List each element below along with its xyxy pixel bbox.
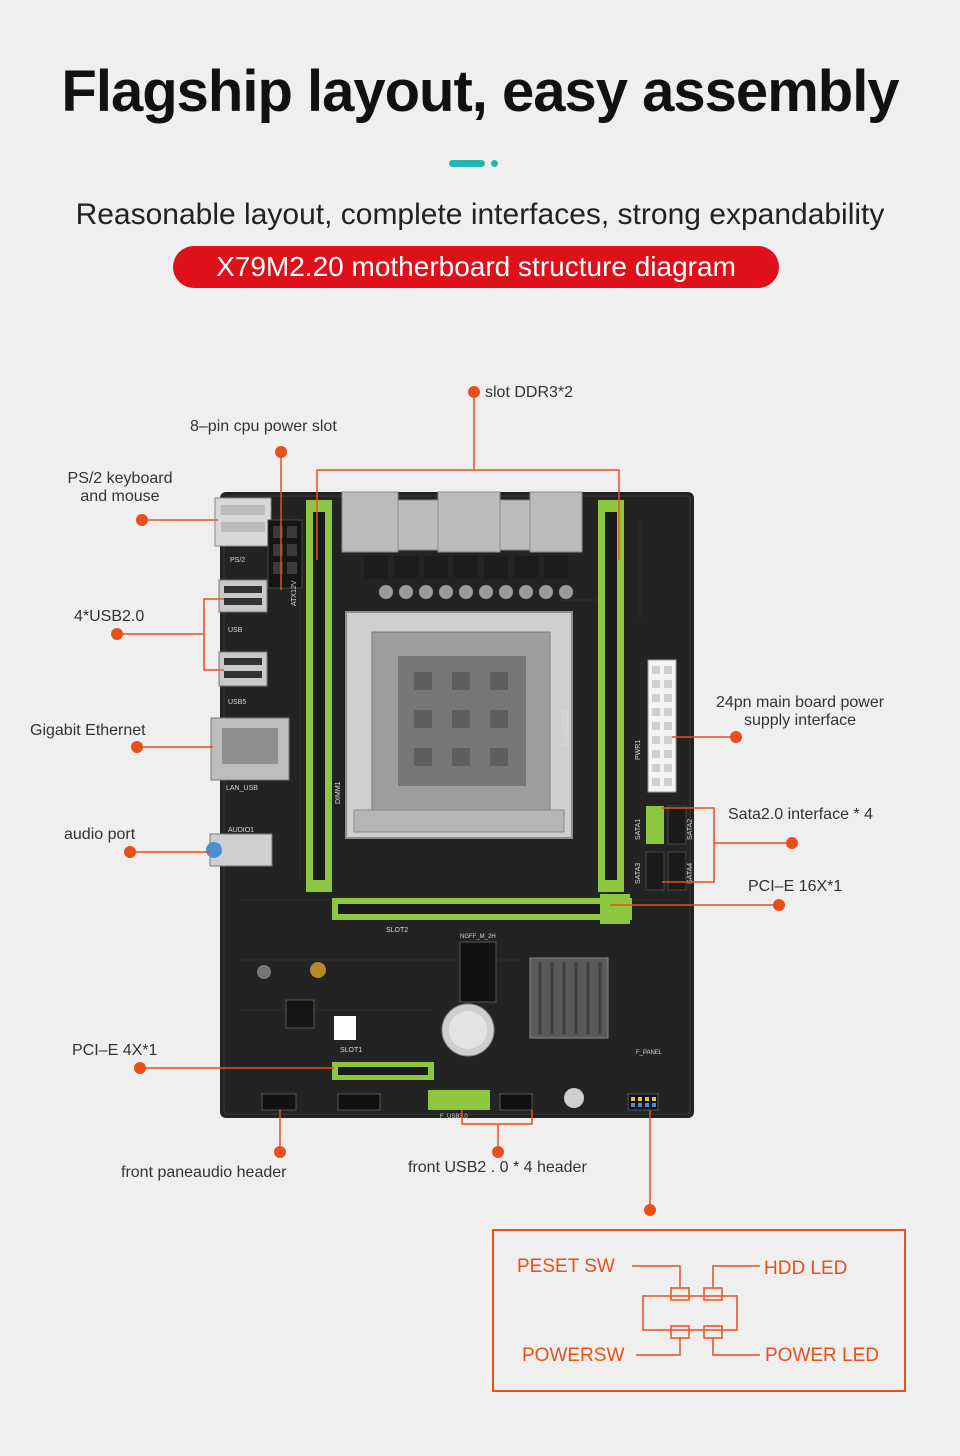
label-ddr3: slot DDR3*2 [485,384,574,401]
front-panel-box [492,1229,906,1392]
silk-usb: USB [228,627,243,634]
motherboard-image [206,491,694,1118]
silk-sata4: SATA4 [687,863,694,884]
label-atx24-line1: 24pn main board power [715,694,885,711]
silk-slot1: SLOT1 [340,1047,362,1054]
callout-dots [111,386,798,1216]
silk-ngff: NGFF_M_2H [460,934,496,940]
label-power-led: POWER LED [765,1345,880,1366]
label-ethernet: Gigabit Ethernet [30,722,146,739]
label-atx24: 24pn main board power supply interface [700,694,900,730]
silk-ps2: PS/2 [230,557,245,564]
title-accent-bar [449,160,485,167]
silk-lan: LAN_USB [226,785,258,792]
page-subtitle: Reasonable layout, complete interfaces, … [75,198,885,231]
silk-fpanel: F_PANEL [636,1050,663,1056]
callout-lines [117,393,792,1210]
label-usb: 4*USB2.0 [74,608,145,625]
diagram-badge: X79M2.20 motherboard structure diagram [173,246,779,288]
silk-audio: AUDIO1 [228,827,254,834]
silk-fusb: F_USB3.0 [440,1114,468,1120]
label-ps2: PS/2 keyboard and mouse [40,470,200,506]
silk-socket: LGA2011 [560,709,570,746]
label-reset-sw: PESET SW [517,1256,615,1277]
label-ps2-line2: and mouse [80,488,160,505]
label-atx24-line2: supply interface [743,712,857,729]
silk-sata1: SATA1 [635,819,642,840]
silk-sata3: SATA3 [635,863,642,884]
silk-atx12v: ATX12V [291,580,298,606]
silk-sata2: SATA2 [687,819,694,840]
front-panel-schematic [632,1265,760,1356]
silk-pwr: PWR1 [635,740,642,760]
label-pcie4: PCI–E 4X*1 [72,1042,158,1059]
label-sata: Sata2.0 interface * 4 [728,806,873,823]
silk-slot2: SLOT2 [386,927,408,934]
silk-dimm: DIMM1 [335,781,342,804]
label-power-sw: POWERSW [522,1345,625,1366]
label-front-audio: front paneaudio header [121,1164,287,1181]
page-title: Flagship layout, easy assembly [61,59,899,124]
label-audio: audio port [64,826,136,843]
silk-usb5: USB5 [228,699,246,706]
label-front-usb: front USB2 . 0 * 4 header [408,1159,587,1176]
label-ps2-line1: PS/2 keyboard [67,470,173,487]
label-cpu-power: 8–pin cpu power slot [190,418,337,435]
label-pcie16: PCI–E 16X*1 [748,878,843,895]
label-hdd-led: HDD LED [764,1258,848,1279]
title-accent-dot [491,160,498,167]
